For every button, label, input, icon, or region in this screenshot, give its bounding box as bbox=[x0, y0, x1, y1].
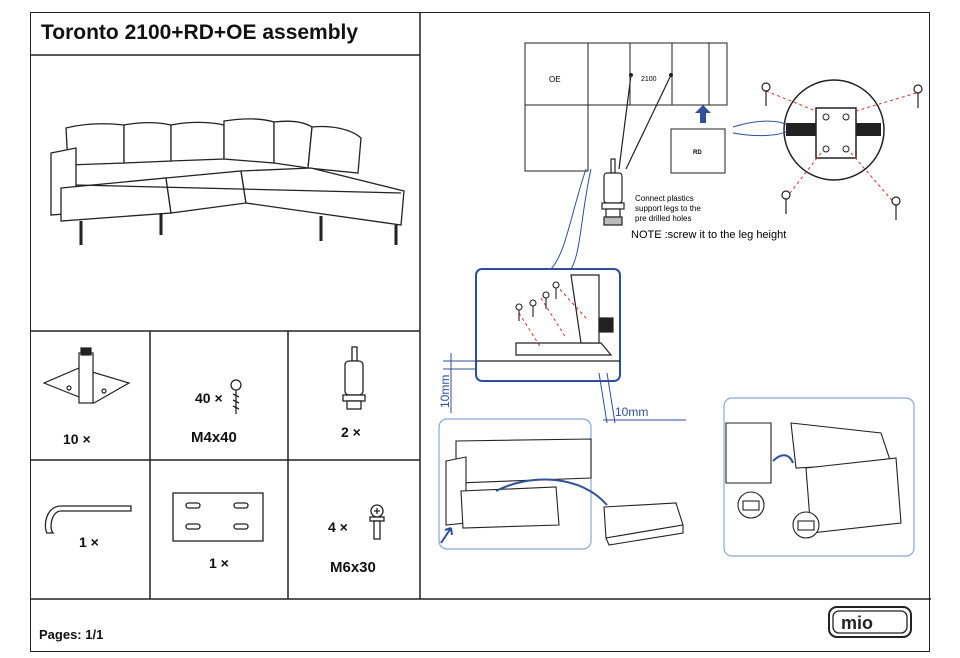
part-code-screw: M4x40 bbox=[191, 429, 237, 446]
connect-note-line3: pre drilled holes bbox=[635, 214, 691, 223]
logo-text: mio bbox=[841, 613, 873, 633]
part-code-bolt: M6x30 bbox=[330, 559, 376, 576]
module-label-rd: RD bbox=[693, 150, 702, 156]
mio-logo: mio bbox=[828, 606, 912, 638]
part-qty-connector-plate: 1 × bbox=[209, 555, 229, 571]
part-qty-screw: 40 × bbox=[195, 390, 223, 406]
instruction-sheet: Toronto 2100+RD+OE assembly bbox=[30, 12, 931, 652]
part-qty-allen-key: 1 × bbox=[79, 534, 99, 550]
part-qty-leg: 2 × bbox=[341, 424, 361, 440]
screw-icon bbox=[230, 379, 242, 414]
allen-key-illustration bbox=[44, 505, 132, 534]
connect-note-line1: Connect plastics bbox=[635, 194, 694, 203]
part-qty-bolt: 4 × bbox=[328, 519, 348, 535]
part-qty-corner-bracket: 10 × bbox=[63, 431, 91, 447]
assembly-diagram: OE 2100 RD Connect plastics support legs… bbox=[438, 42, 923, 557]
corner-bracket-illustration bbox=[42, 347, 131, 404]
support-leg-illustration bbox=[601, 158, 625, 226]
dimension-vertical: 10mm bbox=[438, 375, 452, 408]
document-title: Toronto 2100+RD+OE assembly bbox=[41, 21, 359, 44]
module-label-oe: OE bbox=[549, 75, 561, 84]
bolt-icon bbox=[369, 504, 385, 540]
sofa-overview-illustration bbox=[50, 118, 405, 245]
dimension-horizontal: 10mm bbox=[615, 405, 648, 419]
connector-plate-illustration bbox=[172, 492, 264, 542]
module-label-2100: 2100 bbox=[641, 76, 657, 83]
page-indicator: Pages: 1/1 bbox=[39, 627, 104, 642]
connect-note-line2: support legs to the bbox=[635, 204, 701, 213]
sheet-grid bbox=[31, 13, 931, 600]
leg-height-note: NOTE :screw it to the leg height bbox=[631, 229, 786, 241]
leg-illustration bbox=[342, 346, 366, 410]
